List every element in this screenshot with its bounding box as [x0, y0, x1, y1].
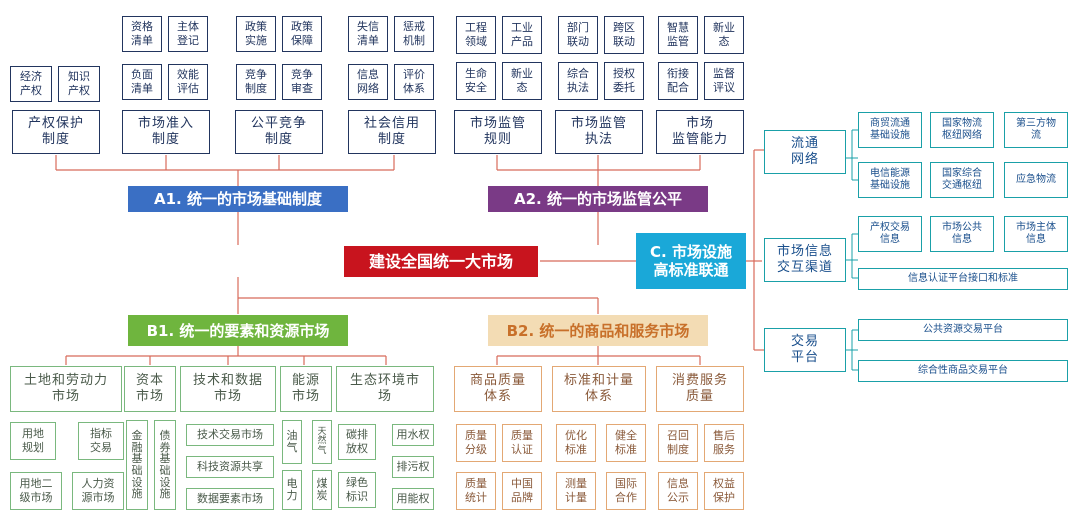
b1-banner: B1. 统一的要素和资源市场	[128, 315, 348, 346]
c-sub: 市场公共 信息	[930, 216, 994, 252]
b2-sub: 质量 统计	[456, 472, 496, 510]
c-sub: 公共资源交易平台	[858, 319, 1068, 341]
a1-sub: 评价 体系	[394, 64, 434, 100]
a1-banner: A1. 统一的市场基础制度	[128, 186, 348, 212]
b1-sub: 技术交易市场	[186, 424, 274, 446]
c-group-circulation: 流通 网络	[764, 130, 846, 174]
c-sub: 国家综合 交通枢纽	[930, 162, 994, 198]
a2-group-capacity: 市场 监管能力	[656, 110, 744, 154]
a2-banner: A2. 统一的市场监管公平	[488, 186, 708, 212]
b1-group-land-labor: 土地和劳动力 市场	[10, 366, 122, 412]
a1-sub: 竞争 制度	[236, 64, 276, 100]
c-sub: 综合性商品交易平台	[858, 360, 1068, 382]
a2-sub: 智慧 监管	[658, 16, 698, 54]
a1-sub: 惩戒 机制	[394, 16, 434, 52]
b2-sub: 售后 服务	[704, 424, 744, 462]
b1-sub: 用能权	[392, 488, 434, 510]
a1-sub: 主体 登记	[168, 16, 208, 52]
b1-sub: 用地二 级市场	[10, 472, 62, 510]
a2-sub: 跨区 联动	[604, 16, 644, 54]
b2-sub: 质量 认证	[502, 424, 542, 462]
c-sub: 电信能源 基础设施	[858, 162, 922, 198]
a1-sub: 负面 清单	[122, 64, 162, 100]
c-group-platform: 交易 平台	[764, 328, 846, 372]
b1-group-capital: 资本 市场	[124, 366, 176, 412]
a2-sub: 衔接 配合	[658, 62, 698, 100]
c-sub: 商贸流通 基础设施	[858, 112, 922, 148]
a1-sub: 资格 清单	[122, 16, 162, 52]
b1-sub: 天 然 气	[312, 420, 332, 464]
b2-banner: B2. 统一的商品和服务市场	[488, 315, 708, 346]
b2-sub: 中国 品牌	[502, 472, 542, 510]
b2-group-consumer: 消费服务 质量	[656, 366, 744, 412]
c-banner: C. 市场设施 高标准联通	[636, 233, 746, 289]
a2-group-rules: 市场监管 规则	[454, 110, 542, 154]
b2-sub: 召回 制度	[658, 424, 698, 462]
a1-sub: 经济 产权	[10, 66, 52, 102]
b2-sub: 权益 保护	[704, 472, 744, 510]
b1-sub: 科技资源共享	[186, 456, 274, 478]
a2-sub: 工业 产品	[502, 16, 542, 54]
b1-sub: 排污权	[392, 456, 434, 478]
c-sub: 市场主体 信息	[1004, 216, 1068, 252]
a2-sub: 部门 联动	[558, 16, 598, 54]
b2-sub: 健全 标准	[606, 424, 646, 462]
b1-sub: 债 券 基 础 设 施	[154, 420, 176, 510]
b2-sub: 信息 公示	[658, 472, 698, 510]
c-group-info: 市场信息 交互渠道	[764, 238, 846, 282]
b1-sub: 金 融 基 础 设 施	[126, 420, 148, 510]
b1-sub: 指标 交易	[78, 422, 124, 460]
center-banner: 建设全国统一大市场	[344, 246, 538, 277]
a1-sub: 信息 网络	[348, 64, 388, 100]
b1-group-energy: 能源 市场	[280, 366, 332, 412]
a1-sub: 政策 保障	[282, 16, 322, 52]
a1-group-property: 产权保护 制度	[12, 110, 100, 154]
a2-group-enforcement: 市场监管 执法	[555, 110, 643, 154]
b1-sub: 用水权	[392, 424, 434, 446]
b2-sub: 优化 标准	[556, 424, 596, 462]
b2-group-standards: 标准和计量 体系	[552, 366, 646, 412]
a1-sub: 知识 产权	[58, 66, 100, 102]
c-sub: 产权交易 信息	[858, 216, 922, 252]
a2-sub: 生命 安全	[456, 62, 496, 100]
c-sub: 应急物流	[1004, 162, 1068, 198]
b1-sub: 用地 规划	[10, 422, 56, 460]
b1-group-eco: 生态环境市 场	[336, 366, 434, 412]
a2-sub: 授权 委托	[604, 62, 644, 100]
b2-sub: 国际 合作	[606, 472, 646, 510]
a2-sub: 新业 态	[502, 62, 542, 100]
c-sub: 信息认证平台接口和标准	[858, 268, 1068, 290]
c-sub: 国家物流 枢纽网络	[930, 112, 994, 148]
b2-sub: 测量 计量	[556, 472, 596, 510]
b2-sub: 质量 分级	[456, 424, 496, 462]
b2-group-quality: 商品质量 体系	[454, 366, 542, 412]
a1-sub: 政策 实施	[236, 16, 276, 52]
a1-group-competition: 公平竞争 制度	[235, 110, 323, 154]
a2-sub: 监督 评议	[704, 62, 744, 100]
a1-sub: 效能 评估	[168, 64, 208, 100]
c-sub: 第三方物 流	[1004, 112, 1068, 148]
b1-sub: 数据要素市场	[186, 488, 274, 510]
a1-group-credit: 社会信用 制度	[348, 110, 436, 154]
a1-sub: 失信 清单	[348, 16, 388, 52]
a2-sub: 新业 态	[704, 16, 744, 54]
b1-sub: 碳排 放权	[338, 424, 376, 460]
a2-sub: 综合 执法	[558, 62, 598, 100]
b1-sub: 人力资 源市场	[72, 472, 124, 510]
a1-sub: 竞争 审查	[282, 64, 322, 100]
a1-group-access: 市场准入 制度	[122, 110, 210, 154]
b1-sub: 煤 炭	[312, 470, 332, 510]
a2-sub: 工程 领域	[456, 16, 496, 54]
b1-sub: 油 气	[282, 420, 302, 464]
b1-sub: 绿色 标识	[338, 472, 376, 508]
b1-sub: 电 力	[282, 470, 302, 510]
b1-group-tech-data: 技术和数据 市场	[180, 366, 276, 412]
